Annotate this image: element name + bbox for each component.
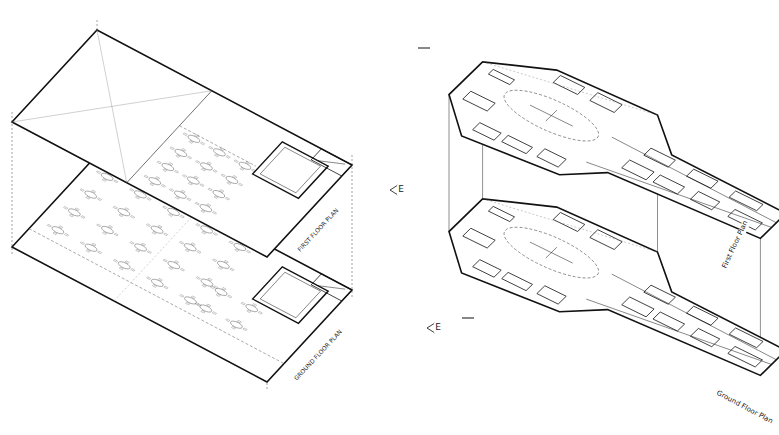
section-mark: E: [397, 185, 405, 195]
plan-title: Ground Floor Plan: [714, 389, 775, 426]
section-mark: E: [434, 323, 442, 333]
first-floor-plate: [425, 40, 779, 268]
first-floor-plate: [12, 30, 352, 257]
